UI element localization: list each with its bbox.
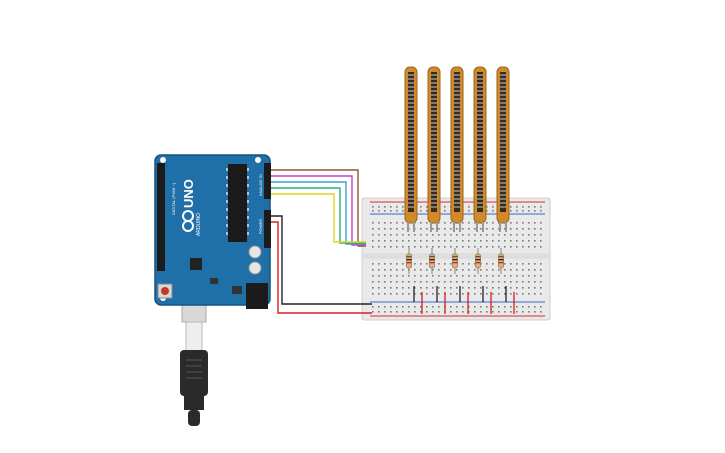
flex-sensor <box>496 66 510 232</box>
resistor <box>452 248 458 274</box>
analog-label: ANALOG IN <box>258 174 263 196</box>
flex-sensor <box>473 66 487 232</box>
wire-gnd <box>271 215 372 305</box>
resistors <box>406 248 504 274</box>
digital-label: DIGITAL (PWM ~) <box>171 182 176 215</box>
resistor <box>498 248 504 274</box>
breadboard-jumpers <box>413 286 515 314</box>
power-header <box>264 210 271 248</box>
wire-a1 <box>271 175 366 246</box>
usb-cable <box>180 291 208 426</box>
digital-header <box>157 163 165 271</box>
flex-sensors <box>404 66 510 232</box>
resistor <box>429 248 435 274</box>
signal-wires <box>271 169 366 247</box>
resistor <box>475 248 481 274</box>
arduino-logo-icon <box>182 210 194 232</box>
wire-a3 <box>271 187 366 244</box>
flex-sensor <box>404 66 418 232</box>
wire-a2 <box>271 181 366 245</box>
power-jack <box>246 283 268 309</box>
board-model-label: UNO <box>181 179 196 208</box>
wire-a4 <box>271 193 366 243</box>
wire-5v <box>271 221 372 314</box>
power-wires <box>271 215 372 314</box>
atmega-chip <box>228 164 247 242</box>
arduino-uno-board[interactable]: UNO ARDUINO DIGITAL (PWM ~) ANALOG IN PO… <box>154 154 271 309</box>
flex-sensor <box>450 66 464 232</box>
flex-sensor <box>427 66 441 232</box>
board-brand-label: ARDUINO <box>196 213 202 236</box>
analog-header <box>264 163 271 199</box>
wire-a0 <box>271 169 366 247</box>
resistor <box>406 248 412 274</box>
power-label: POWER <box>258 219 263 234</box>
reset-button-cap <box>161 287 169 295</box>
